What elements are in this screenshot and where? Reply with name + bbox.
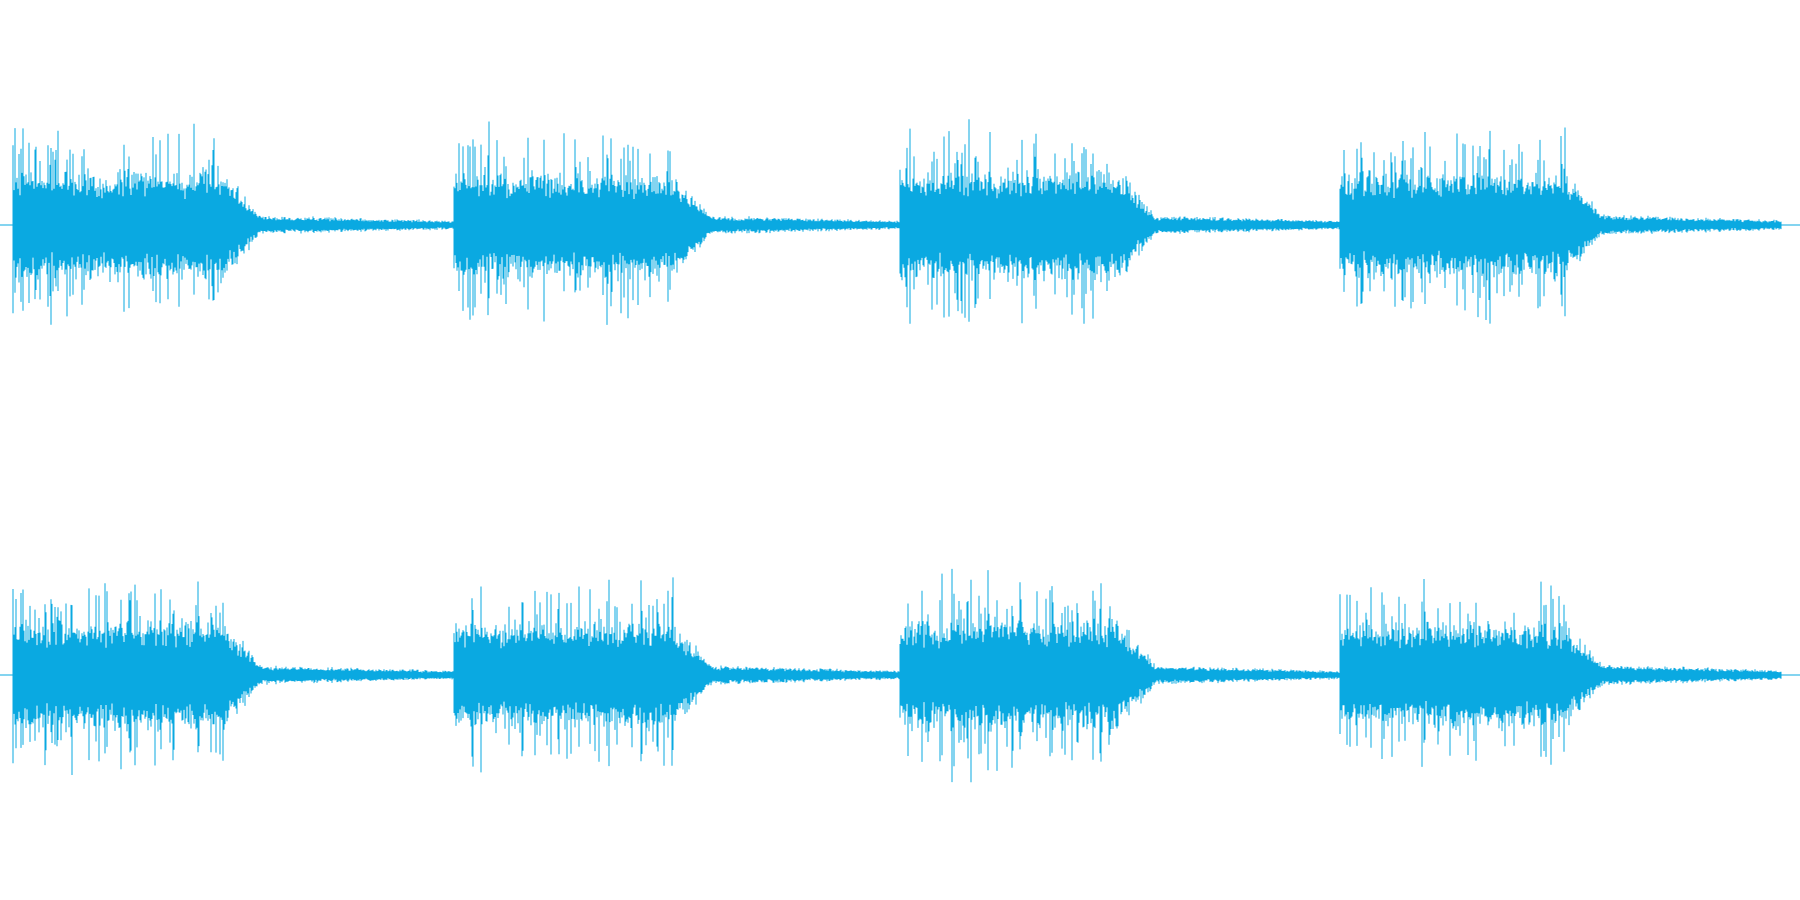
waveform-channel-1[interactable] <box>0 0 1800 450</box>
waveform-channel-2[interactable] <box>0 450 1800 900</box>
waveform-channel-2-plot <box>0 568 1800 783</box>
channel-1-waveform-path <box>12 119 1782 325</box>
waveform-channel-1-plot <box>0 119 1800 325</box>
channel-2-waveform-path <box>12 568 1782 783</box>
